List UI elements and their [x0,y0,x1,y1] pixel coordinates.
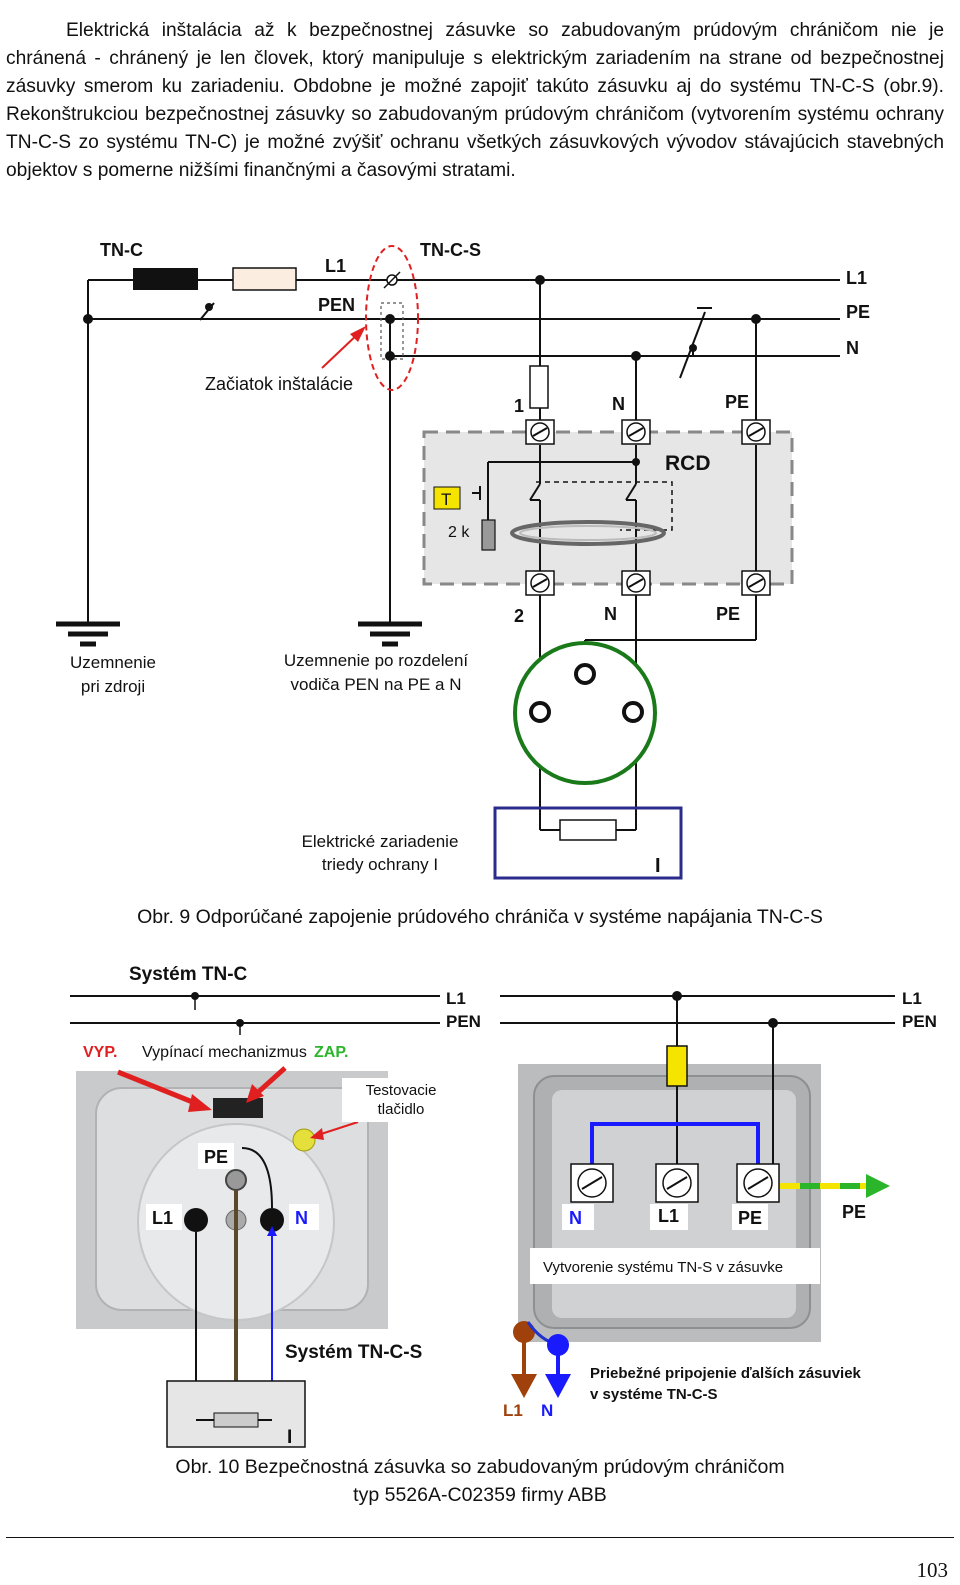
label-l1-down: L1 [503,1401,523,1420]
label-n-socket: N [295,1208,308,1228]
page-number: 103 [916,1558,949,1582]
label-terminal-pe-top: PE [725,392,749,412]
label-right-pe: PE [846,302,870,322]
label-right-n: N [846,338,859,358]
label-tns-note: Vytvorenie systému TN-S v zásuvke [543,1259,783,1276]
label-device-1: Elektrické zariadenie [302,832,459,851]
label-l1-socket: L1 [152,1208,173,1228]
label-ground-split-2: vodiča PEN na PE a N [290,675,461,694]
label-pe-term: PE [738,1208,762,1228]
label-test-t: T [441,490,451,509]
label-passthrough-1: Priebežné pripojenie ďalších zásuviek [590,1365,862,1382]
label-l1-term: L1 [658,1206,679,1226]
label-system-tnc: Systém TN-C [129,964,248,985]
rcd-terminals [525,419,771,596]
label-ground-source-1: Uzemnenie [70,653,156,672]
label-resistor-2k: 2 k [448,524,470,541]
label-pen-b: PEN [902,1012,937,1031]
label-l1-a: L1 [446,989,466,1008]
label-n-term: N [569,1208,582,1228]
socket-outline [513,641,657,785]
footer-rule [6,1537,954,1538]
label-class-i: I [287,1427,292,1448]
label-start-installation: Začiatok inštalácie [205,374,353,394]
figure-9-caption: Obr. 9 Odporúčané zapojenie prúdového ch… [137,906,823,928]
label-passthrough-2: v systéme TN-C-S [590,1386,718,1403]
label-terminal-n-top: N [612,394,625,414]
label-terminal-2: 2 [514,606,524,626]
label-test-button-2: tlačidlo [378,1101,425,1118]
label-terminal-pe-bot: PE [716,604,740,624]
label-device-class: I [655,855,661,877]
label-rcd: RCD [665,452,711,475]
device-frame [493,806,683,880]
label-mechanism: Vypínací mechanizmus [142,1044,307,1061]
label-zap: ZAP. [314,1044,348,1061]
label-terminal-1: 1 [514,396,524,416]
label-tn-c: TN-C [100,240,143,260]
label-pe-socket: PE [204,1147,228,1167]
label-pen-mid: PEN [318,295,355,315]
label-pe-arrow: PE [842,1202,866,1222]
label-device-2: triedy ochrany I [322,855,438,874]
label-right-l1: L1 [846,268,867,288]
body-paragraph: Elektrická inštalácia až k bezpečnostnej… [6,20,944,181]
ground-symbol-source [56,621,120,647]
label-ground-source-2: pri zdroji [81,677,145,696]
ground-symbol-split [358,621,422,647]
figure-9-diagram: TN-C L1 PEN TN-C-S L1 PE N Začiatok inšt… [56,240,870,880]
figure-10-caption-line2: typ 5526A-C02359 firmy ABB [353,1484,607,1506]
label-n-down: N [541,1401,553,1420]
label-system-tncs: Systém TN-C-S [285,1342,422,1363]
figure-10-caption-line1: Obr. 10 Bezpečnostná zásuvka so zabudova… [175,1456,785,1478]
label-vyp: VYP. [83,1044,117,1061]
label-l1-b: L1 [902,989,922,1008]
label-tn-c-s: TN-C-S [420,240,481,260]
label-test-button-1: Testovacie [366,1082,437,1099]
label-l1-mid: L1 [325,256,346,276]
figure-10-diagram: Systém TN-C L1 PEN L1 PEN VYP. Vypínací … [70,964,937,1448]
label-pen-a: PEN [446,1012,481,1031]
label-terminal-n-bot: N [604,604,617,624]
label-ground-split-1: Uzemnenie po rozdelení [284,651,469,670]
